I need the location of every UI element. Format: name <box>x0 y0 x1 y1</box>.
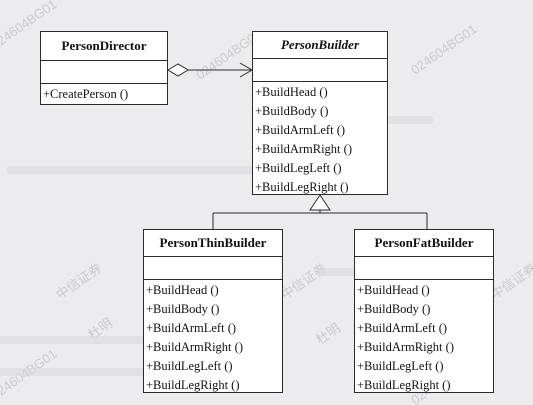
class-person-fat-builder: PersonFatBuilder +BuildHead () +BuildBod… <box>354 229 494 393</box>
operations-section: +BuildHead () +BuildBody () +BuildArmLef… <box>355 280 493 395</box>
class-name: PersonDirector <box>41 32 167 61</box>
operation: +CreatePerson () <box>43 87 129 101</box>
operation: +BuildLegRight () <box>357 378 451 392</box>
aggregation-diamond <box>167 63 189 77</box>
class-person-director: PersonDirector +CreatePerson () <box>40 31 168 105</box>
class-person-thin-builder: PersonThinBuilder +BuildHead () +BuildBo… <box>143 229 283 393</box>
attributes-section <box>253 59 387 82</box>
operation: +BuildArmLeft () <box>255 123 346 137</box>
operation: +BuildBody () <box>255 104 329 118</box>
generalization-triangle <box>309 194 331 211</box>
class-name: PersonThinBuilder <box>144 230 282 257</box>
operation: +BuildArmLeft () <box>146 321 237 335</box>
attributes-section <box>144 257 282 280</box>
operation: +BuildLegLeft () <box>357 359 444 373</box>
operation: +BuildArmRight () <box>357 340 454 354</box>
operation: +BuildLegRight () <box>255 180 349 194</box>
operation: +BuildArmRight () <box>255 142 352 156</box>
attributes-section <box>41 61 167 84</box>
operation: +BuildHead () <box>357 283 430 297</box>
operation: +BuildHead () <box>146 283 219 297</box>
operations-section: +CreatePerson () <box>41 84 167 104</box>
operation: +BuildBody () <box>146 302 220 316</box>
operation: +BuildLegLeft () <box>255 161 342 175</box>
operations-section: +BuildHead () +BuildBody () +BuildArmLef… <box>253 82 387 197</box>
operation: +BuildArmLeft () <box>357 321 448 335</box>
operation: +BuildHead () <box>255 85 328 99</box>
operation: +BuildLegLeft () <box>146 359 233 373</box>
attributes-section <box>355 257 493 280</box>
class-name: PersonFatBuilder <box>355 230 493 257</box>
operations-section: +BuildHead () +BuildBody () +BuildArmLef… <box>144 280 282 395</box>
operation: +BuildLegRight () <box>146 378 240 392</box>
class-name: PersonBuilder <box>253 32 387 59</box>
operation: +BuildArmRight () <box>146 340 243 354</box>
class-person-builder: PersonBuilder +BuildHead () +BuildBody (… <box>252 31 388 195</box>
operation: +BuildBody () <box>357 302 431 316</box>
